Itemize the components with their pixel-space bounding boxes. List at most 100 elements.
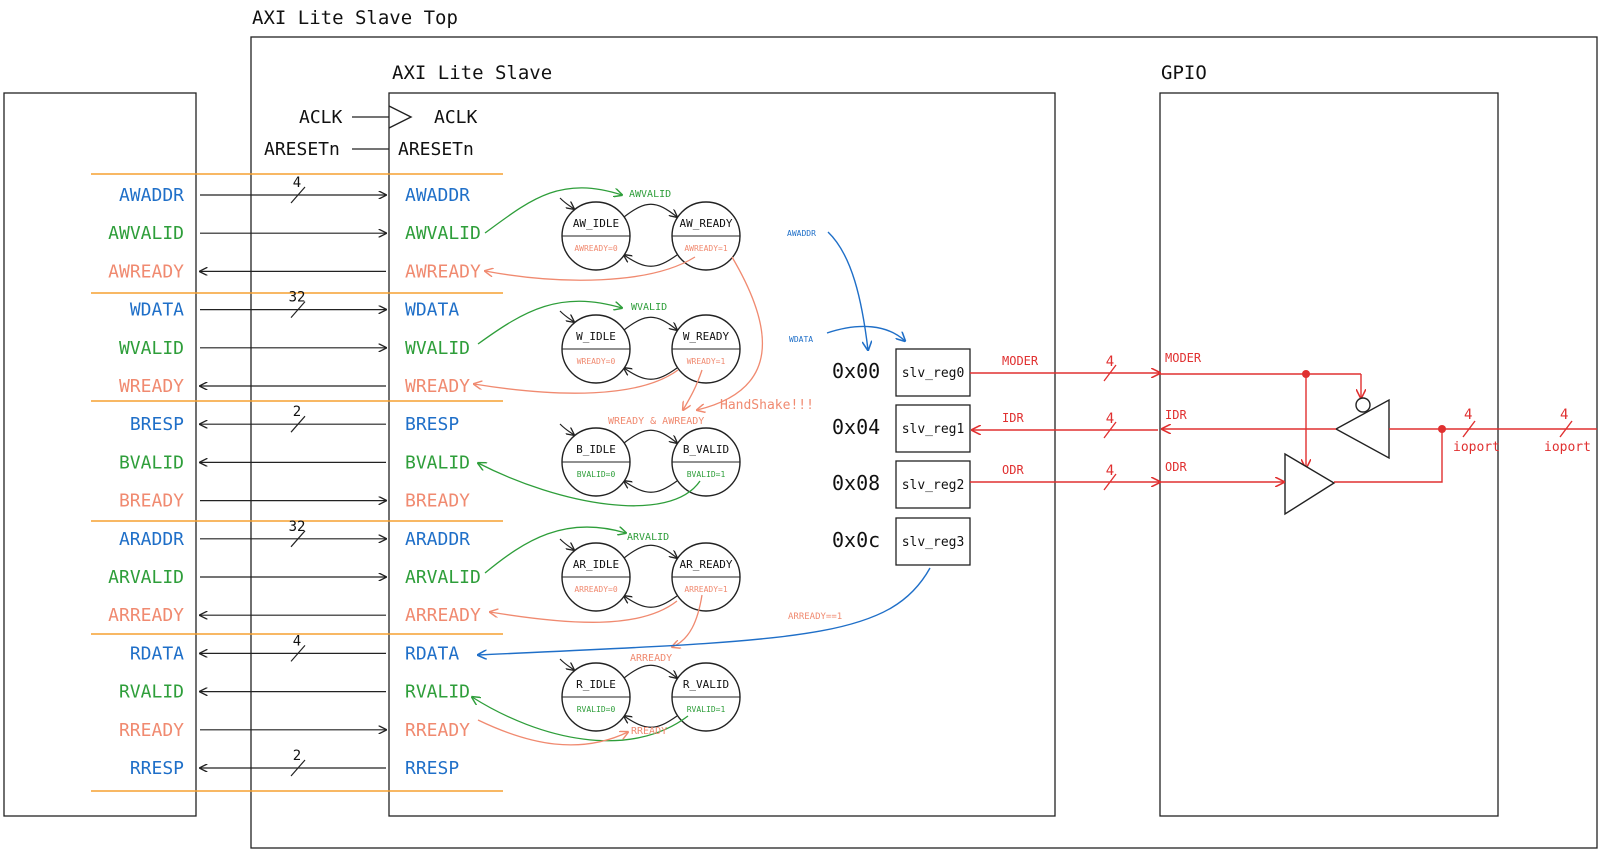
state-output: WREADY=0 [577, 357, 616, 366]
register-name: slv_reg3 [902, 535, 965, 550]
gpio-port-label: ODR [1165, 460, 1187, 474]
transition-to-idle [624, 368, 678, 380]
bus-slash [290, 645, 306, 662]
master-signal-label: ARADDR [119, 529, 184, 550]
awvalid-curve [484, 187, 622, 234]
register-slv_reg3: 0x0c slv_reg3 [832, 517, 971, 566]
fsm-trigger-label: WREADY & AWREADY [608, 416, 704, 427]
active-state: R_VALID RVALID=1 [671, 662, 741, 732]
bus-slash [290, 530, 306, 548]
register-box [895, 460, 971, 509]
bus-width-label: 4 [1106, 411, 1114, 427]
state-name: R_VALID [683, 678, 729, 691]
ioport-inner-width: 4 [1464, 407, 1472, 423]
state-output: ARREADY=0 [574, 585, 618, 594]
wready-curve [474, 369, 679, 394]
fsm-connections [472, 187, 931, 746]
slave-box [388, 92, 1056, 817]
idle-self-loop [559, 423, 574, 435]
gpio-port-label: MODER [1165, 351, 1202, 365]
idle-self-loop [559, 658, 574, 670]
arready-curve [490, 600, 678, 623]
master-signal-label: WREADY [119, 376, 184, 397]
top-title: AXI Lite Slave Top [252, 7, 458, 29]
state-name: AW_READY [680, 217, 733, 230]
register-slv_reg1: 0x04 slv_reg1 4 IDR IDR [832, 404, 1187, 453]
bus-slash [1103, 364, 1117, 382]
bus-width-label: 4 [1106, 463, 1114, 479]
top-box [250, 36, 1598, 849]
bus-slash [1103, 421, 1117, 439]
state-output: BVALID=0 [577, 470, 616, 479]
fsm-trigger-label: AWVALID [629, 189, 671, 200]
master-signal-label: RRESP [130, 758, 184, 779]
rready-small-label: RREADY [631, 726, 667, 737]
fsm-trigger-label: WVALID [631, 302, 667, 313]
state-name: B_VALID [683, 443, 729, 456]
master-signal-label: ARVALID [108, 567, 184, 588]
register-signal-label: IDR [1002, 411, 1024, 425]
register-name: slv_reg1 [902, 422, 965, 437]
slave-signal-label: ARADDR [405, 529, 470, 550]
state-name: W_READY [683, 330, 730, 343]
register-name: slv_reg2 [902, 478, 965, 493]
bus-slash [290, 759, 306, 777]
transition-to-active [623, 544, 677, 558]
register-address: 0x0c [832, 528, 880, 552]
bus-slash [290, 301, 306, 318]
areset-right-label: ARESETn [398, 139, 474, 160]
gpio-port-label: IDR [1165, 408, 1187, 422]
gpio-box [1159, 92, 1499, 817]
arready-cond-label: ARREADY==1 [788, 612, 842, 622]
handshake-curve-w [683, 369, 703, 410]
slave-signal-label: ARVALID [405, 567, 481, 588]
transition-to-active [623, 664, 677, 678]
state-output: RVALID=0 [577, 705, 616, 714]
rvalid-curve [472, 697, 689, 742]
slave-signal-label: RDATA [405, 643, 459, 664]
slave-signal-label: WVALID [405, 338, 470, 359]
gpio-title: GPIO [1161, 62, 1207, 84]
idle-state: R_IDLE RVALID=0 [561, 662, 631, 732]
state-name: R_IDLE [576, 678, 616, 691]
master-signal-label: RREADY [119, 720, 184, 741]
areset-left-label: ARESETn [264, 139, 340, 160]
fsm-trigger-label: ARREADY [630, 653, 672, 664]
rready-curve [477, 719, 628, 746]
transition-to-active [623, 316, 677, 330]
awaddr-curve [827, 231, 868, 350]
register-box [895, 517, 971, 566]
slave-signal-label: RREADY [405, 720, 470, 741]
state-output: RVALID=1 [687, 705, 726, 714]
ioport-inner-label: ioport [1453, 440, 1500, 455]
master-signal-label: WVALID [119, 338, 184, 359]
gpio-wiring: 4 4 ioport ioport [1160, 370, 1597, 516]
bus-slash [290, 186, 306, 204]
bus-width-label: 4 [1106, 354, 1114, 370]
slave-signal-label: WDATA [405, 300, 459, 321]
register-signal-label: MODER [1002, 354, 1039, 368]
moder-junction [1302, 370, 1310, 378]
transition-to-active [623, 429, 677, 443]
arvalid-curve [484, 527, 626, 574]
register-address: 0x04 [832, 415, 880, 439]
